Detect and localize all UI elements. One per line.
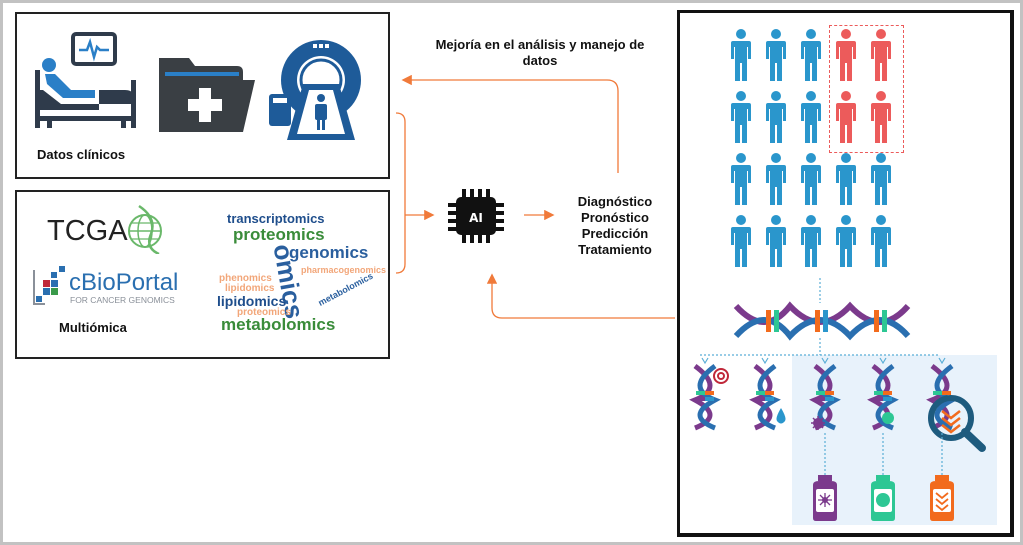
person-icon	[800, 215, 822, 269]
patients-to-ai-arrow	[486, 273, 675, 319]
word-cloud-term: pharmacogenomics	[301, 265, 387, 275]
feedback-label-line1: Mejoría en el análisis y manejo de	[435, 37, 645, 52]
output-prediccion: Predicción	[581, 226, 649, 241]
word-cloud-term: lipidomics	[225, 283, 275, 294]
person-icon	[730, 29, 752, 83]
person-icon	[730, 215, 752, 269]
person-icon	[730, 91, 752, 145]
feedback-arrow	[401, 74, 619, 173]
drug-bottle-icon	[930, 433, 954, 521]
target-icon	[713, 368, 729, 384]
person-icon	[765, 153, 787, 207]
cbioportal-logo: cBioPortal FOR CANCER GENOMICS	[31, 262, 191, 308]
dna-strand-icon	[689, 357, 721, 431]
ai-chip-label: AI	[469, 211, 483, 225]
chevron-icon	[928, 395, 986, 452]
patient-bed-monitor-icon	[33, 32, 141, 132]
cbioportal-logo-text: cBioPortal	[69, 269, 178, 296]
multiomics-label: Multiómica	[59, 320, 127, 335]
person-icon-highlighted	[870, 91, 892, 145]
feedback-label: Mejoría en el análisis y manejo de datos	[400, 37, 680, 69]
person-icon-highlighted	[870, 29, 892, 83]
high-risk-group-outline	[829, 25, 904, 153]
drug-bottle-icon	[871, 433, 895, 521]
precision-medicine-panel	[677, 10, 1014, 537]
output-diagnostico: Diagnóstico	[577, 194, 653, 209]
person-icon	[800, 29, 822, 83]
genomics-illustration	[689, 278, 997, 525]
dna-strand-icon	[749, 357, 781, 431]
word-cloud-term: proteomics	[237, 307, 291, 318]
output-tratamiento: Tratamiento	[578, 242, 652, 257]
population-grid	[730, 29, 910, 269]
person-icon	[765, 215, 787, 269]
input-bracket	[395, 112, 406, 274]
ai-chip-icon: AI	[448, 187, 508, 245]
person-icon	[800, 91, 822, 145]
person-icon	[870, 153, 892, 207]
person-icon-highlighted	[835, 91, 857, 145]
ai-outputs-list: Diagnóstico Pronóstico Predicción Tratam…	[560, 194, 670, 258]
dna-strand-icon	[809, 357, 841, 431]
tcga-logo-text: TCGA	[47, 215, 128, 247]
multiomics-box: TCGA cBioPortal FOR CANCER GENOMICS Mult…	[15, 190, 390, 359]
word-cloud-term: metabolomics	[221, 315, 336, 334]
person-icon	[765, 29, 787, 83]
cbioportal-logo-subtitle: FOR CANCER GENOMICS	[70, 295, 175, 305]
person-icon-highlighted	[835, 29, 857, 83]
output-pronostico: Pronóstico	[581, 210, 649, 225]
word-cloud-term: transcriptomics	[227, 211, 325, 226]
word-cloud-term: genomics	[289, 243, 369, 262]
word-cloud-term: proteomics	[233, 225, 325, 244]
omics-word-cloud: transcriptomics proteomics genomics omic…	[215, 210, 386, 334]
mri-scanner-icon	[267, 36, 375, 144]
person-icon	[870, 215, 892, 269]
circle-blob-icon	[882, 412, 894, 424]
virus-icon	[811, 416, 825, 430]
main-dna-helix-icon	[733, 301, 911, 341]
person-icon	[800, 153, 822, 207]
person-icon	[730, 153, 752, 207]
drug-bottle-icon	[813, 433, 837, 521]
person-icon	[765, 91, 787, 145]
clinical-data-label: Datos clínicos	[37, 147, 126, 162]
word-cloud-term: lipidomics	[217, 293, 287, 309]
person-icon	[835, 215, 857, 269]
medical-folder-icon	[155, 54, 257, 134]
tcga-logo: TCGA	[47, 204, 167, 254]
clinical-data-box: Datos clínicos	[15, 12, 390, 179]
word-cloud-term: phenomics	[219, 273, 272, 284]
person-icon	[835, 153, 857, 207]
drop-icon	[776, 408, 786, 424]
feedback-label-line2: datos	[522, 53, 558, 68]
